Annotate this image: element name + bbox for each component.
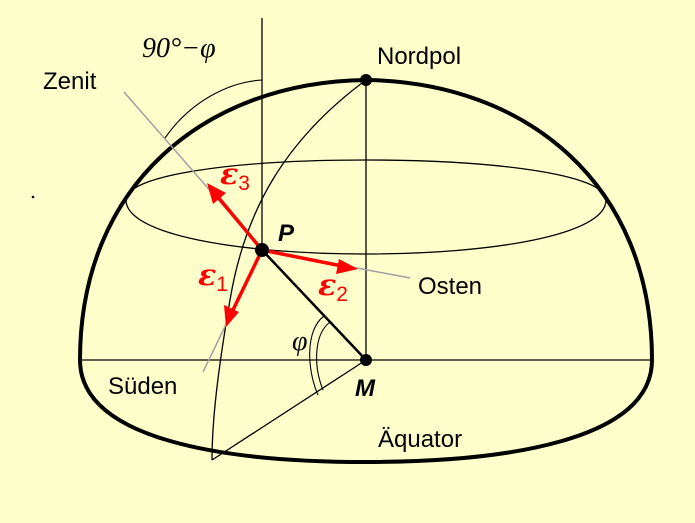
latitude-angle-arc xyxy=(309,315,325,396)
latitude-circle xyxy=(125,159,607,255)
stray-dot xyxy=(31,195,35,199)
zenith-angle-label: 90°−φ xyxy=(142,33,216,64)
aequator-label: Äquator xyxy=(378,426,462,453)
vector-e2-symbol: ε xyxy=(318,268,336,303)
sueden-label: Süden xyxy=(108,373,177,400)
point-p xyxy=(255,243,269,257)
point-nordpol xyxy=(360,74,372,86)
zenith-angle-arc xyxy=(164,79,263,139)
latitude-angle-arc-inner xyxy=(316,321,331,391)
vector-e2-label: ε2 xyxy=(318,268,348,306)
p-label: P xyxy=(278,220,295,247)
meridian xyxy=(211,79,367,461)
nordpol-label: Nordpol xyxy=(377,43,461,70)
vector-e2 xyxy=(261,248,358,274)
zenit-label: Zenit xyxy=(43,68,97,95)
equator-front-arc xyxy=(78,359,654,465)
vector-e3-label: ε3 xyxy=(220,157,250,195)
radius-mp xyxy=(261,249,367,361)
vector-e1-symbol: ε xyxy=(198,258,216,293)
point-m xyxy=(360,354,372,366)
m-label: M xyxy=(355,375,376,402)
vector-e3-index: 3 xyxy=(238,172,250,195)
phi-label: φ xyxy=(292,326,308,357)
osten-label: Osten xyxy=(418,273,482,300)
vector-e1 xyxy=(224,249,264,327)
vector-e1-index: 1 xyxy=(216,273,228,296)
equator-radius xyxy=(211,359,367,461)
vector-e2-index: 2 xyxy=(336,283,348,306)
vector-e1-label: ε1 xyxy=(198,258,228,296)
vector-e3 xyxy=(207,183,264,252)
vector-e3-symbol: ε xyxy=(220,157,238,192)
